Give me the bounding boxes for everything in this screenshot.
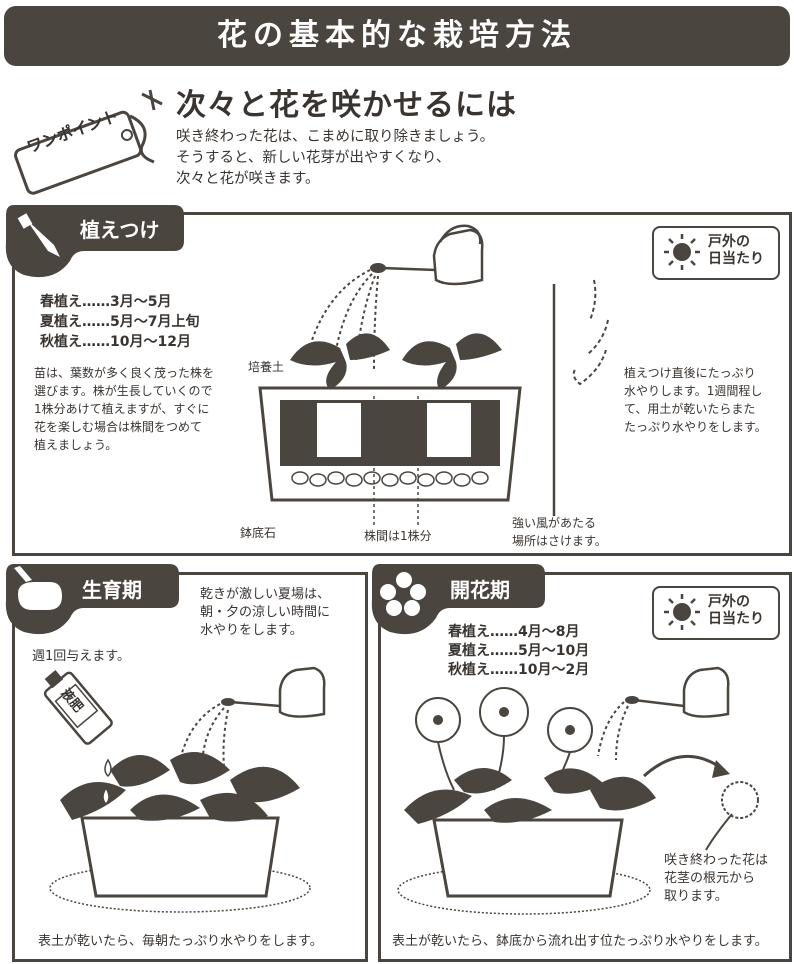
flowering-season-1: 春植え……4月〜8月 <box>448 624 580 640</box>
growth-plant-illustration <box>49 666 326 913</box>
planting-season-2: 夏植え……5月〜7月上旬 <box>40 314 200 330</box>
flowering-season-2: 夏植え……5月〜10月 <box>448 643 590 659</box>
planter-illustration <box>258 224 522 528</box>
growth-footer: 表土が乾いたら、毎朝たっぷり水やりをします。 <box>38 934 323 949</box>
growth-summer-note: 乾きが激しい夏場は、 朝・夕の涼しい時間に 水やりをします。 <box>200 587 331 638</box>
planting-water-note: 植えつけ直後にたっぷり 水やりします。1週間程し て、用土が乾いたらまた たっぷ… <box>624 366 767 434</box>
onepoint-text: 咲き終わった花は、こまめに取り除きましょう。 そうすると、新しい花芽が出やすくな… <box>176 129 495 187</box>
growth-header <box>5 564 180 635</box>
label-wind: 強い風があたる 場所はさけます。 <box>512 516 607 548</box>
planting-heading: 植えつけ <box>80 218 160 242</box>
sun-label-1: 戸外の 日当たり <box>708 234 764 267</box>
page-title: 花の基本的な栽培方法 <box>4 6 790 66</box>
onepoint-tag-icon <box>14 89 163 195</box>
label-spacing: 株間は1株分 <box>364 529 432 543</box>
flowering-plant-illustration <box>397 666 759 915</box>
flowering-heading: 開花期 <box>450 578 510 602</box>
onepoint-heading: 次々と花を咲かせるには <box>176 88 517 123</box>
sun-icon <box>664 594 700 630</box>
planting-season-3: 秋植え……10月〜12月 <box>40 334 191 350</box>
label-soil: 培養土 <box>248 360 285 374</box>
growth-heading: 生育期 <box>82 578 142 602</box>
label-stone: 鉢底石 <box>240 526 277 540</box>
planting-note: 苗は、葉数が多く良く茂った株を 選びます。株が生長していくので 1株分あけて植え… <box>34 366 215 452</box>
sun-icon <box>664 234 700 270</box>
flowering-footer: 表土が乾いたら、鉢底から流れ出す位たっぷり水やりをします。 <box>392 934 768 949</box>
sun-label-2: 戸外の 日当たり <box>708 594 764 627</box>
flowering-season-3: 秋植え……10月〜2月 <box>448 662 590 678</box>
growth-weekly: 週1回与えます。 <box>32 649 130 664</box>
planting-header <box>5 205 185 278</box>
fertilizer-bottle-icon <box>43 670 113 745</box>
flowering-header <box>371 564 545 635</box>
wind-illustration <box>552 279 609 516</box>
planting-season-1: 春植え……3月〜5月 <box>40 294 172 310</box>
flowering-deadhead-note: 咲き終わった花は 花茎の根元から 取ります。 <box>664 853 769 904</box>
